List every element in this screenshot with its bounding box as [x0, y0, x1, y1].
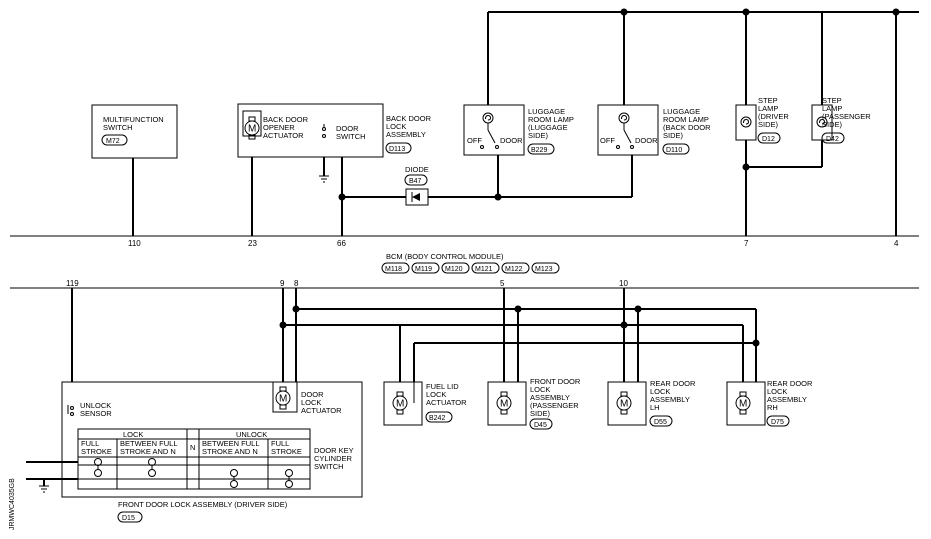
connector-badge	[471, 262, 500, 274]
lamp-switch-blade	[487, 129, 496, 144]
multifunction-switch-box	[91, 104, 178, 159]
neutral-header: N	[190, 443, 195, 452]
connector-badge	[766, 415, 790, 427]
pin-label: 66	[337, 239, 346, 248]
connector-badge	[501, 262, 530, 274]
back-door-lock-connector: D113	[389, 146, 405, 153]
fuel-lid-connector: B242	[429, 415, 445, 422]
step-lamp-driver-box	[735, 104, 757, 141]
switch-contact-circles	[94, 458, 293, 488]
pin-label: 110	[128, 239, 141, 248]
rear-door-lh-connector: D55	[654, 419, 667, 426]
door-switch-area	[321, 122, 335, 136]
motor-housing	[242, 110, 262, 137]
luggage-lamp-1-connector: B229	[531, 147, 547, 154]
switch-contact	[495, 145, 499, 149]
switch-contact	[480, 145, 484, 149]
luggage-lamp-back-door-side-box	[597, 104, 659, 156]
bcm-connector: M122	[505, 266, 523, 273]
luggage-lamp-1-door: DOOR	[500, 136, 523, 145]
bcm-title: BCM (BODY CONTROL MODULE)	[386, 252, 504, 261]
connector-badge	[117, 511, 143, 523]
pin-label: 23	[248, 239, 257, 248]
unlock-sensor-contact	[70, 406, 74, 410]
connector-badge	[529, 418, 553, 430]
door-switch-contact	[322, 127, 326, 131]
connector-badge	[101, 134, 128, 146]
pin-label: 7	[744, 239, 749, 248]
switch-contact	[630, 145, 634, 149]
luggage-lamp-2-connector: D110	[666, 147, 682, 154]
figure-code: JRMWC4035GB	[9, 478, 16, 530]
pin-label: 9	[280, 279, 285, 288]
connector-badge	[404, 174, 428, 186]
switch-contact	[616, 145, 620, 149]
pin-label: 5	[500, 279, 505, 288]
luggage-lamp-2-door: DOOR	[635, 136, 658, 145]
connector-badge	[411, 262, 440, 274]
key-cylinder-switch-table	[77, 428, 311, 490]
connector-badge	[821, 132, 845, 144]
lock-header: LOCK	[123, 430, 143, 439]
bcm-connector: M118	[385, 266, 402, 273]
lamp-switch-blade	[623, 129, 632, 144]
unlock-header: UNLOCK	[236, 430, 267, 439]
connector-badge	[425, 411, 453, 423]
diode-icon	[412, 193, 420, 201]
connector-badge	[531, 262, 560, 274]
connector-badge	[649, 415, 673, 427]
pin-label: 8	[294, 279, 299, 288]
luggage-lamp-2-off: OFF	[600, 136, 615, 145]
connector-badge	[662, 143, 690, 155]
multifunction-switch-connector: M72	[106, 138, 120, 145]
pin-label: 10	[619, 279, 628, 288]
unlock-sensor-contact	[70, 412, 74, 416]
back-door-lock-assembly-box	[237, 103, 384, 158]
bcm-connector: M119	[415, 266, 432, 273]
luggage-lamp-luggage-side-box	[463, 104, 525, 156]
luggage-lamp-1-off: OFF	[467, 136, 482, 145]
diode-label: DIODE	[405, 165, 429, 174]
connector-badge	[381, 262, 410, 274]
pin-label: 4	[894, 239, 899, 248]
connector-badge	[441, 262, 470, 274]
door-switch-contact	[322, 134, 326, 138]
pin-label: 119	[66, 279, 79, 288]
diode-connector: B47	[409, 178, 422, 185]
front-door-passenger-connector: D45	[534, 422, 547, 429]
bcm-connector: M123	[535, 266, 553, 273]
bcm-connector: M120	[445, 266, 463, 273]
rear-door-rh-connector: D75	[771, 419, 784, 426]
connector-badge	[527, 143, 555, 155]
connector-badge	[385, 142, 412, 154]
connector-badge	[757, 132, 781, 144]
junction-dot	[620, 321, 628, 329]
bcm-connector: M121	[475, 266, 493, 273]
front-door-driver-connector: D15	[122, 515, 135, 522]
step-lamp-driver-connector: D12	[762, 136, 775, 143]
front-door-driver-title: FRONT DOOR LOCK ASSEMBLY (DRIVER SIDE)	[118, 500, 288, 509]
step-lamp-passenger-connector: D42	[826, 136, 839, 143]
